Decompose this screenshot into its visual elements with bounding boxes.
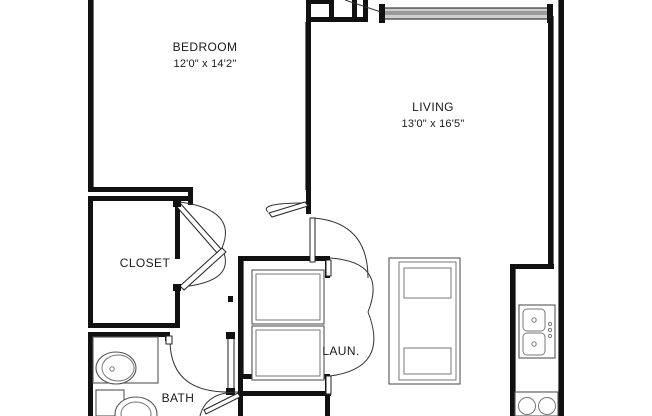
wall-kitchen-left bbox=[510, 264, 515, 416]
wall-hall-top-cap bbox=[306, 0, 334, 4]
faucet-hole-3 bbox=[547, 333, 553, 339]
vanity-basin-inner bbox=[101, 354, 135, 382]
wall-closet-bottom bbox=[88, 323, 180, 328]
wall-hall-vertical bbox=[306, 17, 311, 197]
laundry-door-panel-upper bbox=[325, 259, 332, 277]
hall-door[interactable] bbox=[309, 217, 369, 279]
bath-door-arc bbox=[169, 339, 229, 393]
refrigerator bbox=[388, 257, 461, 385]
bath-door-jamb bbox=[165, 335, 173, 345]
dryer-door bbox=[255, 273, 321, 321]
window-jamb-left bbox=[379, 4, 385, 23]
window-swing-indicator bbox=[344, 0, 382, 13]
wall-hall-upper-left bbox=[306, 0, 311, 22]
window-jamb-right bbox=[547, 4, 553, 23]
hall-door-panel bbox=[309, 217, 316, 263]
wall-exterior-right bbox=[559, 0, 564, 416]
bath-vanity bbox=[92, 336, 159, 385]
burner-left bbox=[518, 397, 536, 415]
kitchen-sink bbox=[518, 304, 556, 359]
closet-door-jamb-top bbox=[173, 200, 181, 207]
wall-closet-right-upper bbox=[175, 201, 180, 259]
cooktop bbox=[514, 391, 559, 416]
room-label-bath: BATH bbox=[162, 391, 195, 405]
laundry-door-arc-upper bbox=[329, 257, 374, 313]
wall-bedroom-closet-divider bbox=[88, 187, 193, 192]
closet-door[interactable] bbox=[173, 200, 227, 291]
laundry-door-panel-lower bbox=[325, 375, 332, 395]
faucet-hole-2 bbox=[547, 327, 553, 333]
wall-bedroom-left bbox=[88, 0, 93, 192]
toilet-bowl-inner bbox=[120, 401, 152, 416]
wall-hall-stub-right bbox=[352, 0, 357, 20]
room-dims-living: 13'0" x 16'5" bbox=[402, 118, 465, 130]
burner-right bbox=[538, 397, 556, 415]
bath-door-foot-jamb bbox=[226, 388, 235, 395]
wall-laundry-left-lower bbox=[238, 386, 243, 416]
wall-hall-upper-top bbox=[306, 17, 368, 22]
wall-kitchen-top bbox=[510, 264, 554, 269]
closet-door-arc-upper bbox=[179, 201, 226, 249]
wall-laundry-left bbox=[238, 256, 243, 396]
refrigerator-shelf-bottom bbox=[403, 347, 452, 375]
closet-door-arc-lower bbox=[179, 247, 226, 288]
toilet bbox=[95, 389, 158, 416]
sink-drain-upper bbox=[531, 317, 537, 323]
wall-closet-right-lower bbox=[175, 288, 180, 328]
room-label-laundry: LAUN. bbox=[322, 344, 359, 358]
bath-door-head-jamb bbox=[226, 332, 235, 339]
wall-closet-left bbox=[88, 196, 93, 328]
wall-hall-stub-mid bbox=[329, 0, 334, 20]
faucet-hole-1 bbox=[547, 321, 553, 327]
room-labels: BEDROOM 12'0" x 14'2" LIVING 13'0" x 16'… bbox=[120, 40, 465, 405]
refrigerator-shelf-top bbox=[403, 267, 452, 299]
room-label-living: LIVING bbox=[412, 100, 454, 114]
wall-bedroom-door-jamb bbox=[306, 190, 311, 214]
room-label-closet: CLOSET bbox=[120, 256, 171, 270]
closet-door-panel-lower bbox=[179, 247, 227, 291]
wall-bath-top bbox=[93, 332, 168, 337]
bath-door-panel bbox=[227, 335, 235, 393]
washer-door bbox=[255, 329, 321, 377]
wall-laundry-top bbox=[238, 256, 330, 261]
living-window bbox=[344, 0, 553, 23]
vanity-drain bbox=[109, 366, 115, 372]
wall-hall-stub-right2 bbox=[363, 0, 368, 22]
wall-living-right-upper bbox=[548, 12, 553, 264]
laundry-appliances bbox=[251, 269, 325, 381]
wall-bath-left bbox=[88, 332, 93, 416]
bath-lower-door-arc bbox=[199, 391, 239, 416]
wall-closet-top bbox=[93, 196, 193, 201]
hall-door-arc bbox=[312, 217, 369, 279]
bath-lower-door[interactable] bbox=[199, 391, 241, 416]
bedroom-door[interactable] bbox=[265, 201, 309, 218]
wall-laundry-pocket-jamb bbox=[228, 296, 233, 302]
wall-inner-outlines bbox=[92, 0, 560, 416]
bedroom-door-arc bbox=[265, 202, 306, 213]
wall-hall-lower bbox=[243, 391, 331, 396]
sink-drain-lower bbox=[531, 341, 537, 347]
room-label-bedroom: BEDROOM bbox=[173, 40, 238, 54]
laundry-doors[interactable] bbox=[325, 257, 375, 395]
bath-lower-door-panel bbox=[203, 392, 241, 415]
laundry-door-arc-lower bbox=[329, 311, 375, 377]
room-dims-bedroom: 12'0" x 14'2" bbox=[174, 58, 237, 70]
bedroom-door-panel bbox=[268, 201, 309, 218]
closet-door-jamb-bottom bbox=[173, 284, 181, 291]
window-pane-inner bbox=[381, 11, 551, 15]
